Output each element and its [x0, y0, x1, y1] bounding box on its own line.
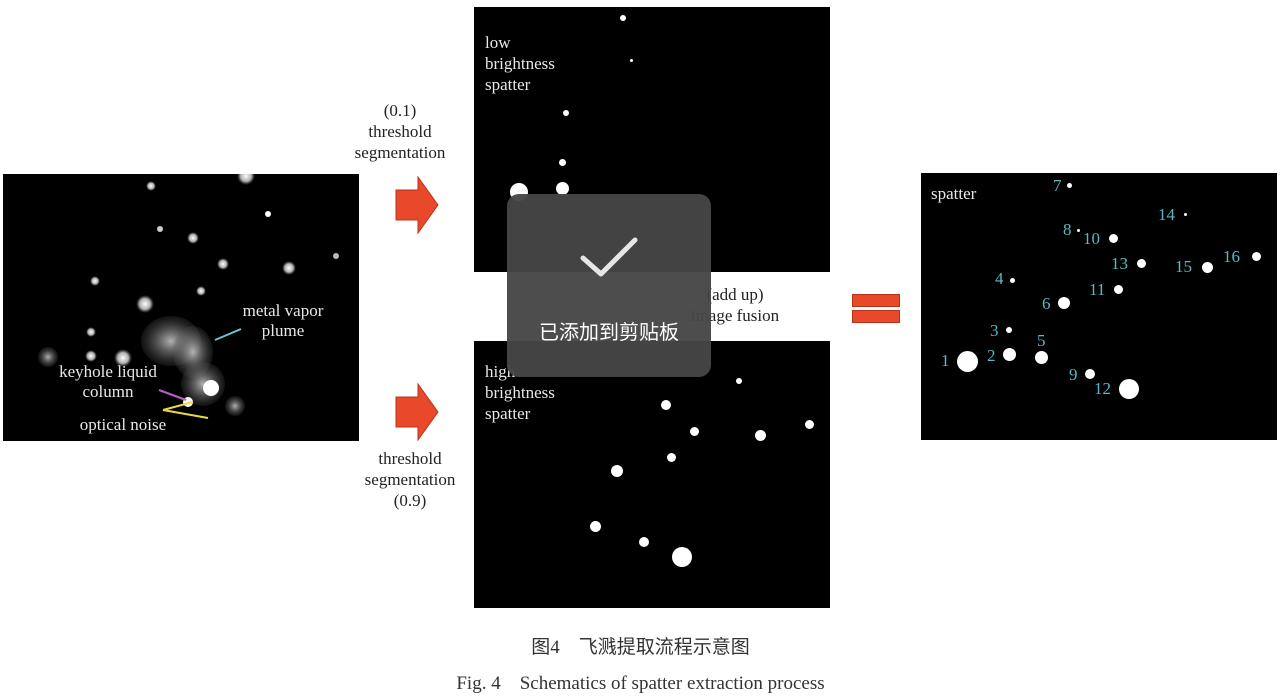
- spatter-number-11: 11: [1089, 280, 1106, 299]
- check-icon: [580, 237, 638, 277]
- spatter-number-10: 10: [1083, 229, 1100, 248]
- high-brightness-panel: high brightness spatter: [474, 341, 830, 608]
- label-keyhole-liquid-column: keyhole liquid column: [59, 362, 157, 401]
- low-brightness-label: low brightness spatter: [485, 33, 555, 94]
- label-metal-vapor-plume: metal vapor plume: [242, 301, 324, 340]
- clipboard-toast: 已添加到剪贴板: [507, 194, 711, 377]
- spatter-number-3: 3: [990, 321, 999, 340]
- spatter-number-14: 14: [1158, 205, 1175, 224]
- spatter-number-8: 8: [1063, 220, 1072, 239]
- spatter-number-6: 6: [1042, 294, 1051, 313]
- bottom-threshold-caption: threshold segmentation (0.9): [364, 449, 456, 510]
- spatter-number-5: 5: [1037, 331, 1046, 350]
- spatter-number-4: 4: [995, 269, 1004, 288]
- spatter-result-panel: spatter 7 14 8 10 16 13 15 4 11 6 3 5 2 …: [921, 173, 1277, 440]
- spatter-number-13: 13: [1111, 254, 1128, 273]
- spatter-number-16: 16: [1223, 247, 1240, 266]
- figure-caption-cn: 图4 飞溅提取流程示意图: [531, 637, 750, 658]
- spatter-number-15: 15: [1175, 257, 1192, 276]
- spatter-number-9: 9: [1069, 365, 1078, 384]
- spatter-number-2: 2: [987, 346, 996, 365]
- equals-sign-icon: [852, 294, 900, 307]
- top-threshold-caption: (0.1) threshold segmentation: [354, 101, 446, 162]
- source-image-panel: metal vapor plume keyhole liquid column …: [3, 174, 359, 441]
- spatter-number-1: 1: [941, 351, 950, 370]
- label-optical-noise: optical noise: [79, 415, 167, 434]
- spatter-number-7: 7: [1053, 176, 1062, 195]
- bottom-arrow-icon: [395, 382, 439, 442]
- equals-sign-icon-lower: [852, 310, 900, 323]
- figure-caption-en: Fig. 4 Schematics of spatter extraction …: [456, 673, 825, 694]
- top-arrow-icon: [395, 175, 439, 235]
- spatter-label: spatter: [931, 184, 977, 203]
- source-image: [38, 174, 339, 419]
- toast-message: 已添加到剪贴板: [539, 320, 679, 344]
- spatter-number-12: 12: [1094, 379, 1111, 398]
